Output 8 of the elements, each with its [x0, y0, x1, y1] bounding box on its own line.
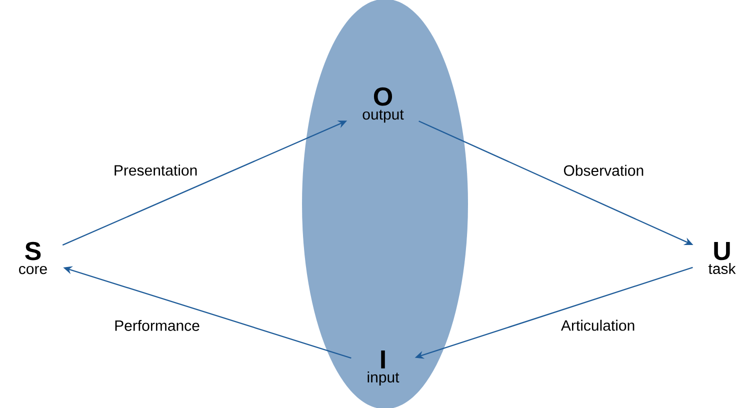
edge-label: Articulation	[561, 320, 634, 331]
edge-label: Observation	[564, 164, 644, 176]
edge-label: Presentation	[114, 164, 197, 176]
edge-label: Performance	[115, 320, 200, 331]
node-label: S core	[19, 242, 47, 274]
node-label: U task	[708, 242, 736, 274]
node-label: I input	[368, 350, 400, 386]
node-label: O output	[362, 87, 404, 123]
